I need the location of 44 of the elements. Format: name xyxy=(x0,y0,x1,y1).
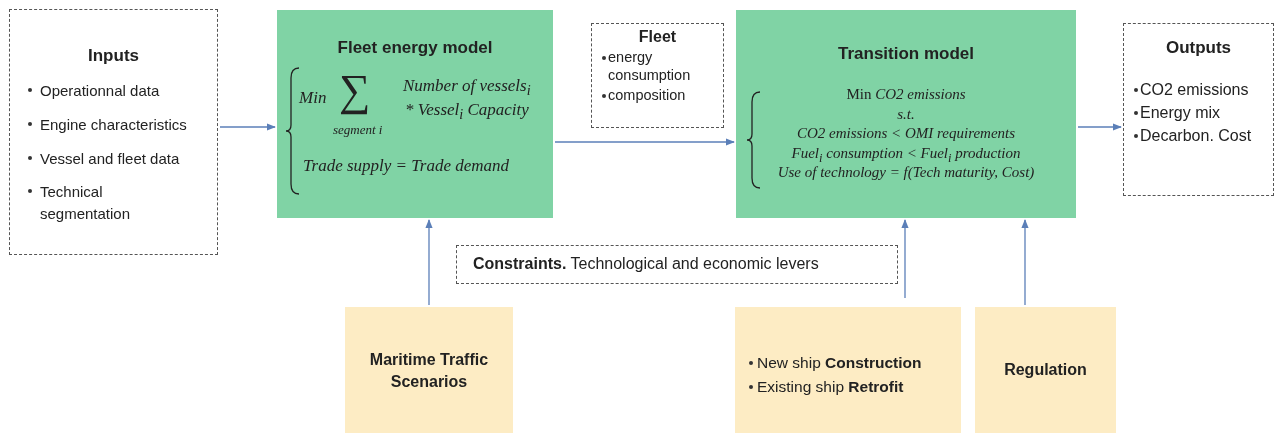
heading: Inputs xyxy=(87,46,140,66)
list-item: Existing ship Retrofit xyxy=(745,377,904,398)
arrow xyxy=(425,219,433,306)
formula-text: Trade supply = Trade demand xyxy=(303,156,510,176)
list-item: Decarbon. Cost xyxy=(1130,125,1273,147)
arrow xyxy=(1077,123,1122,131)
sum-symbol: ∑ xyxy=(339,65,371,116)
regulation-box xyxy=(975,307,1116,433)
note-text: Constraints. Technological and economic levers xyxy=(473,255,819,273)
label-text: Maritime Traffic Scenarios xyxy=(368,350,490,392)
heading: Transition model xyxy=(837,44,975,64)
list-item: composition xyxy=(598,86,718,105)
formula-text: * Vessel$_{i}$ Capacity xyxy=(405,100,529,124)
arrow xyxy=(901,219,909,299)
input-box xyxy=(9,9,218,255)
formula-text: Use of technology = f(Tech maturity, Cost) xyxy=(776,164,1036,181)
formula-text: Min CO2 emissions xyxy=(845,86,967,103)
output-box xyxy=(1123,23,1274,196)
heading: Fleet xyxy=(637,28,678,46)
heading: Fleet energy model xyxy=(336,38,494,58)
constraint-box xyxy=(456,245,898,284)
formula-text: s.t. xyxy=(896,105,916,123)
arrow xyxy=(1021,219,1029,306)
formula-text: CO2 emissions < OMI requirements xyxy=(795,125,1017,142)
list-item: Vessel and fleet data xyxy=(24,147,190,170)
formula-text: segment i xyxy=(333,122,383,138)
arrow xyxy=(219,123,276,131)
list-item: Engine characteristics xyxy=(24,113,190,136)
list-item: CO2 emissions xyxy=(1130,80,1273,101)
lever-box xyxy=(735,307,961,433)
formula-text: Number of vessels$_{i}$ xyxy=(403,76,531,100)
model-box xyxy=(736,10,1076,218)
list-item: Operationnal data xyxy=(24,80,190,102)
list-item: Technical segmentation xyxy=(24,181,190,225)
heading: Outputs xyxy=(1164,38,1233,58)
label-text: Regulation xyxy=(1003,360,1088,380)
model-box xyxy=(277,10,553,218)
formula-text: Fuel$_{i}$ consumption < Fuel$_{i}$ production xyxy=(790,144,1022,166)
scenario-box xyxy=(345,307,513,433)
arrow xyxy=(554,138,735,146)
list-item: New ship Construction xyxy=(745,353,922,374)
list-item: Energy mix xyxy=(1130,102,1273,124)
formula-text: Min xyxy=(299,88,327,108)
fleet-box xyxy=(591,23,724,128)
